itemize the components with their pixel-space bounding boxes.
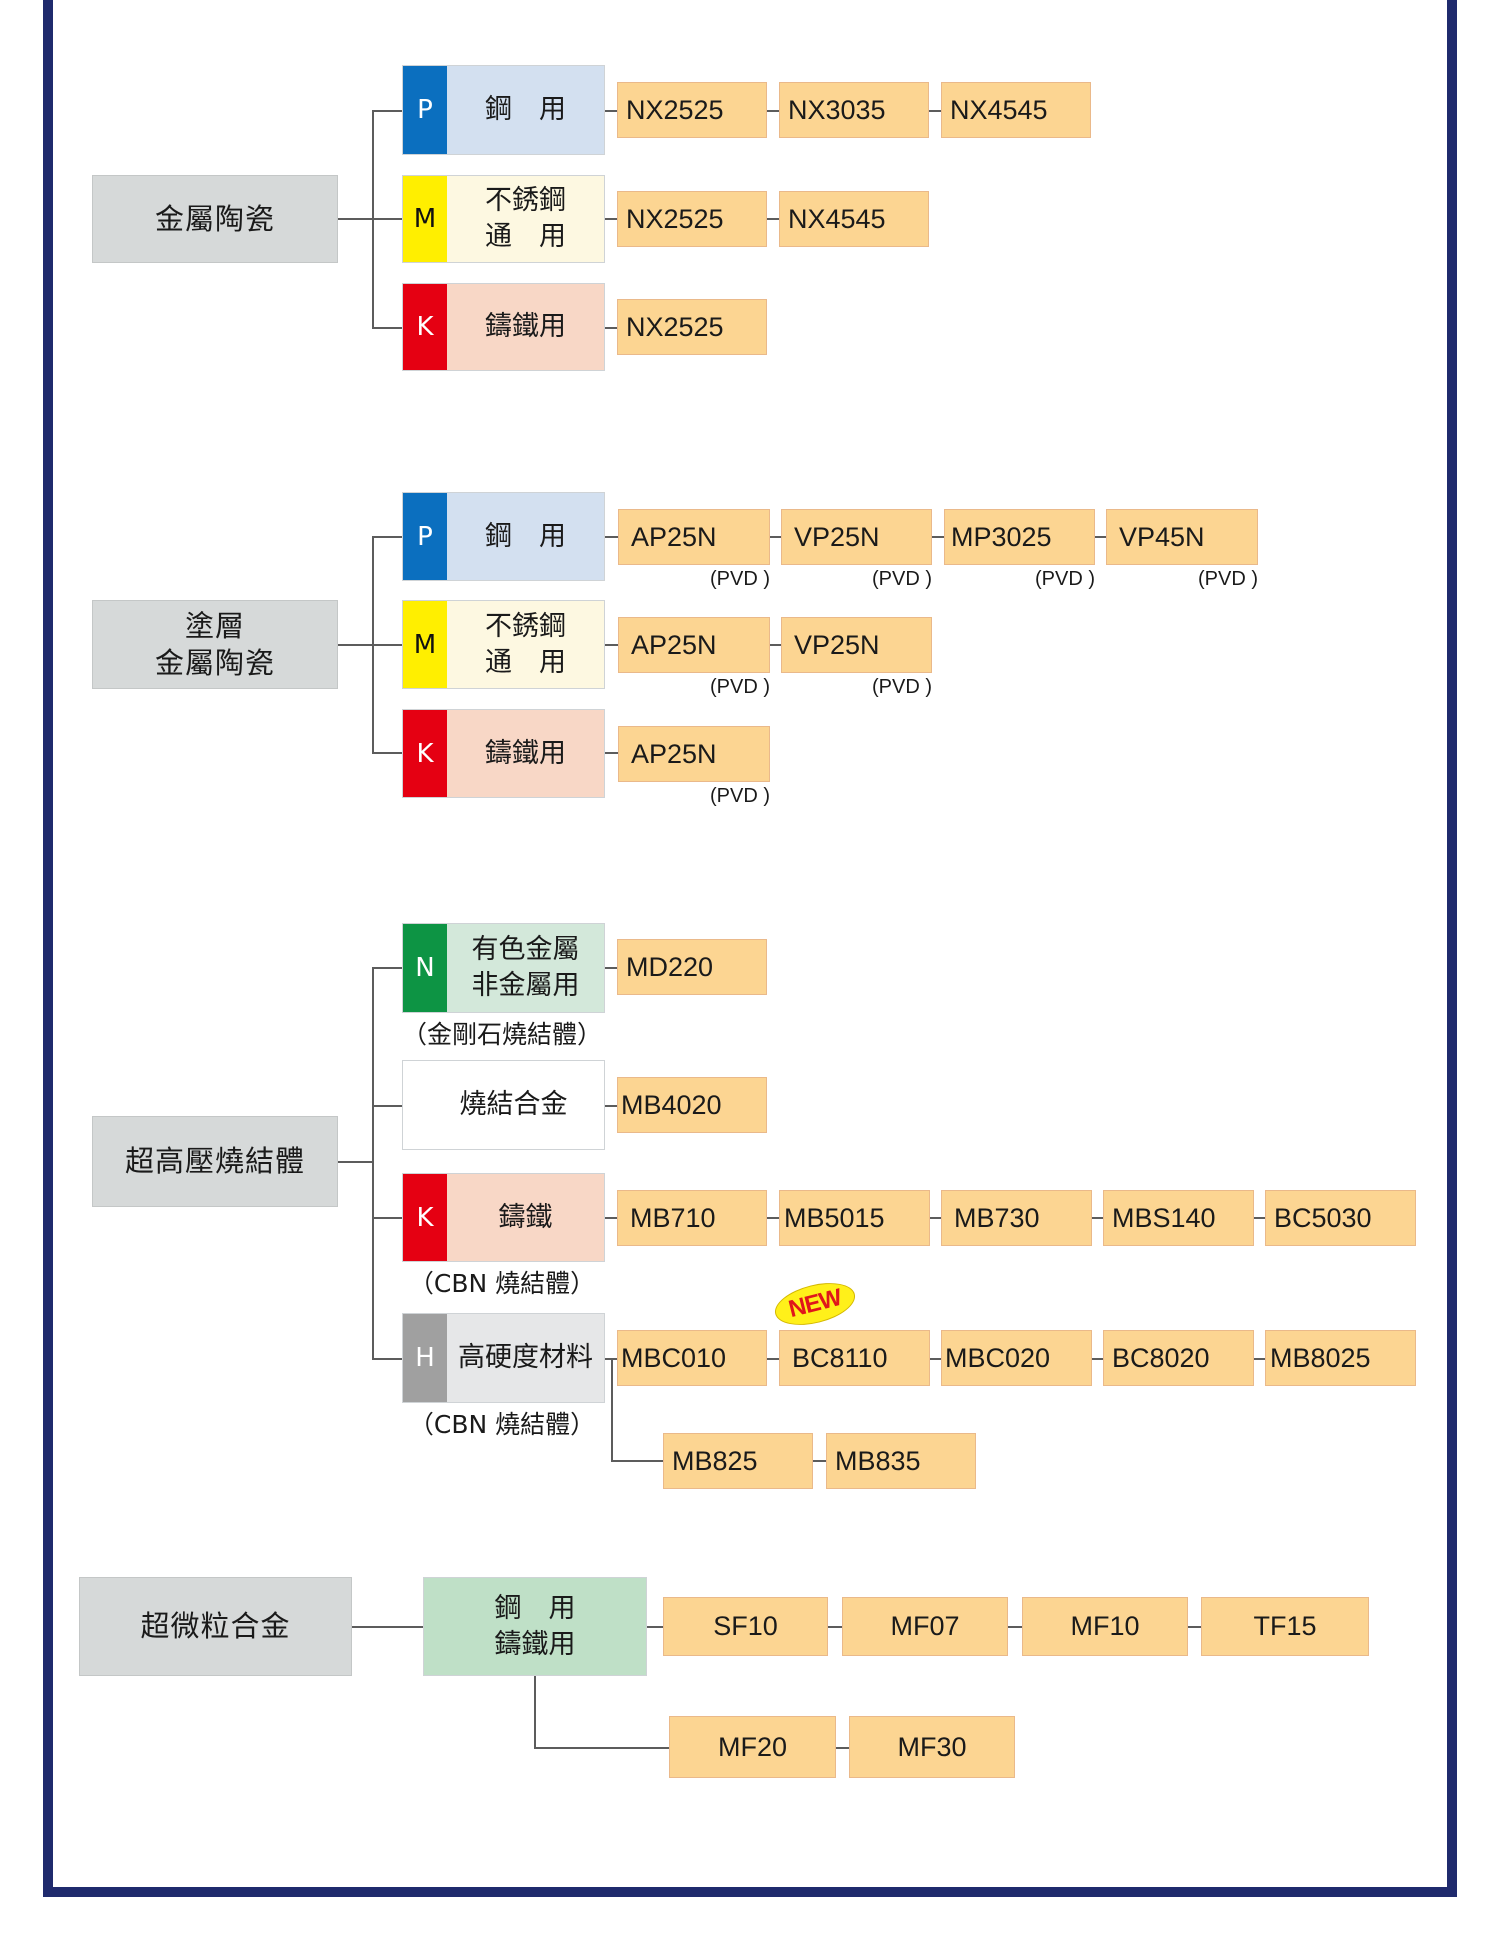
group-label: 鑄鐵用 — [485, 737, 566, 769]
pvd-note: (PVD ) — [1035, 568, 1095, 590]
pvd-note: (PVD ) — [710, 568, 770, 590]
iso-tab-M: M — [403, 601, 447, 688]
pvd-note: (PVD ) — [710, 676, 770, 698]
product-NX2525[interactable]: NX2525 — [617, 191, 767, 247]
group-label: 燒結合金 — [459, 1089, 568, 1120]
product-AP25N[interactable]: AP25N — [618, 509, 770, 565]
product-MB5015[interactable]: MB5015 — [779, 1190, 930, 1246]
group-label: 鋼 用 — [485, 520, 566, 552]
frame-bottom-border — [43, 1887, 1457, 1897]
product-MP3025[interactable]: MP3025 — [944, 509, 1095, 565]
pvd-note: (PVD ) — [872, 676, 932, 698]
iso-tab-H: H — [403, 1314, 447, 1402]
product-MB730[interactable]: MB730 — [941, 1190, 1092, 1246]
group-K-cast-iron: K 鑄鐵用 — [402, 283, 605, 371]
group-label: 不銹鋼 通 用 — [447, 176, 604, 262]
category-cermet: 金屬陶瓷 — [92, 175, 338, 263]
iso-tab-N: N — [403, 924, 447, 1012]
group-label-line2: 通 用 — [485, 221, 566, 252]
group-label: 鋼 用 — [485, 94, 566, 125]
group-label: 鑄鐵 — [498, 1201, 553, 1233]
group-H-hardened: H 高硬度材料 — [402, 1313, 605, 1403]
material-note-cbn: （CBN 燒結體） — [408, 1269, 596, 1298]
frame-right-border — [1447, 0, 1457, 1897]
group-label-line1: 不銹鋼 — [485, 610, 566, 642]
pvd-note: (PVD ) — [1198, 568, 1258, 590]
product-MF10[interactable]: MF10 — [1022, 1597, 1188, 1656]
group-label-line1: 有色金屬 — [471, 934, 580, 965]
material-note-pcd: （金剛石燒結體） — [401, 1020, 602, 1049]
group-label: 高硬度材料 — [458, 1342, 593, 1373]
product-MBS140[interactable]: MBS140 — [1103, 1190, 1254, 1246]
product-TF15[interactable]: TF15 — [1201, 1597, 1369, 1656]
product-MBC010[interactable]: MBC010 — [617, 1330, 767, 1386]
group-label: 有色金屬 非金屬用 — [447, 924, 604, 1012]
product-MF30[interactable]: MF30 — [849, 1716, 1015, 1778]
category-coated-cermet: 塗層 金屬陶瓷 — [92, 600, 338, 689]
group-label: 鋼 用 鑄鐵用 — [424, 1578, 646, 1675]
product-NX3035[interactable]: NX3035 — [779, 82, 929, 138]
product-NX4545[interactable]: NX4545 — [941, 82, 1091, 138]
group-steel-cast-iron: 鋼 用 鑄鐵用 — [423, 1577, 647, 1676]
product-AP25N[interactable]: AP25N — [618, 726, 770, 782]
group-label-line2: 非金屬用 — [471, 970, 580, 1001]
product-MB8025[interactable]: MB8025 — [1265, 1330, 1416, 1386]
iso-tab-K: K — [403, 710, 447, 797]
product-MF20[interactable]: MF20 — [669, 1716, 836, 1778]
frame-left-border — [43, 0, 53, 1897]
category-label-line2: 金屬陶瓷 — [154, 645, 275, 680]
product-BC8020[interactable]: BC8020 — [1103, 1330, 1254, 1386]
group-P-steel: P 鋼 用 — [402, 65, 605, 155]
product-SF10[interactable]: SF10 — [663, 1597, 828, 1656]
group-P-steel: P 鋼 用 — [402, 492, 605, 581]
product-MB710[interactable]: MB710 — [617, 1190, 767, 1246]
iso-tab-P: P — [403, 66, 447, 154]
new-badge: NEW — [770, 1275, 860, 1333]
product-MD220[interactable]: MD220 — [617, 939, 767, 995]
iso-tab-P: P — [403, 493, 447, 580]
group-label: 鑄鐵用 — [485, 311, 566, 342]
group-K-cast-iron: K 鑄鐵用 — [402, 709, 605, 798]
group-K-cast-iron: K 鑄鐵 — [402, 1173, 605, 1262]
group-label: 不銹鋼 通 用 — [447, 601, 604, 688]
product-AP25N[interactable]: AP25N — [618, 617, 770, 673]
category-ultrafine-carbide: 超微粒合金 — [79, 1577, 352, 1676]
product-NX2525[interactable]: NX2525 — [617, 299, 767, 355]
product-VP25N[interactable]: VP25N — [781, 509, 932, 565]
pvd-note: (PVD ) — [872, 568, 932, 590]
group-N-nonferrous: N 有色金屬 非金屬用 — [402, 923, 605, 1013]
product-BC5030[interactable]: BC5030 — [1265, 1190, 1416, 1246]
category-ultra-high-pressure-sintered: 超高壓燒結體 — [92, 1116, 338, 1207]
product-NX4545[interactable]: NX4545 — [779, 191, 929, 247]
group-label-line2: 鑄鐵用 — [494, 1628, 576, 1660]
category-label: 超微粒合金 — [140, 1609, 291, 1643]
iso-tab-K: K — [403, 284, 447, 370]
product-BC8110[interactable]: BC8110 — [779, 1330, 930, 1386]
iso-tab-M: M — [403, 176, 447, 262]
group-label-line1: 不銹鋼 — [485, 185, 566, 216]
group-sintered-alloy: 燒結合金 — [402, 1060, 605, 1150]
product-MB4020[interactable]: MB4020 — [617, 1077, 767, 1133]
group-M-stainless: M 不銹鋼 通 用 — [402, 175, 605, 263]
iso-tab-K: K — [403, 1174, 447, 1261]
category-label: 超高壓燒結體 — [124, 1144, 305, 1178]
group-label-line2: 通 用 — [485, 646, 566, 678]
product-MF07[interactable]: MF07 — [842, 1597, 1008, 1656]
pvd-note: (PVD ) — [710, 785, 770, 807]
product-MBC020[interactable]: MBC020 — [941, 1330, 1092, 1386]
category-label: 金屬陶瓷 — [154, 201, 275, 236]
product-MB835[interactable]: MB835 — [826, 1433, 976, 1489]
product-NX2525[interactable]: NX2525 — [617, 82, 767, 138]
material-note-cbn: （CBN 燒結體） — [408, 1410, 596, 1439]
category-label-line1: 塗層 — [184, 608, 245, 643]
product-VP45N[interactable]: VP45N — [1106, 509, 1258, 565]
group-M-stainless: M 不銹鋼 通 用 — [402, 600, 605, 689]
product-MB825[interactable]: MB825 — [663, 1433, 813, 1489]
product-VP25N[interactable]: VP25N — [781, 617, 932, 673]
group-label-line1: 鋼 用 — [494, 1592, 576, 1624]
